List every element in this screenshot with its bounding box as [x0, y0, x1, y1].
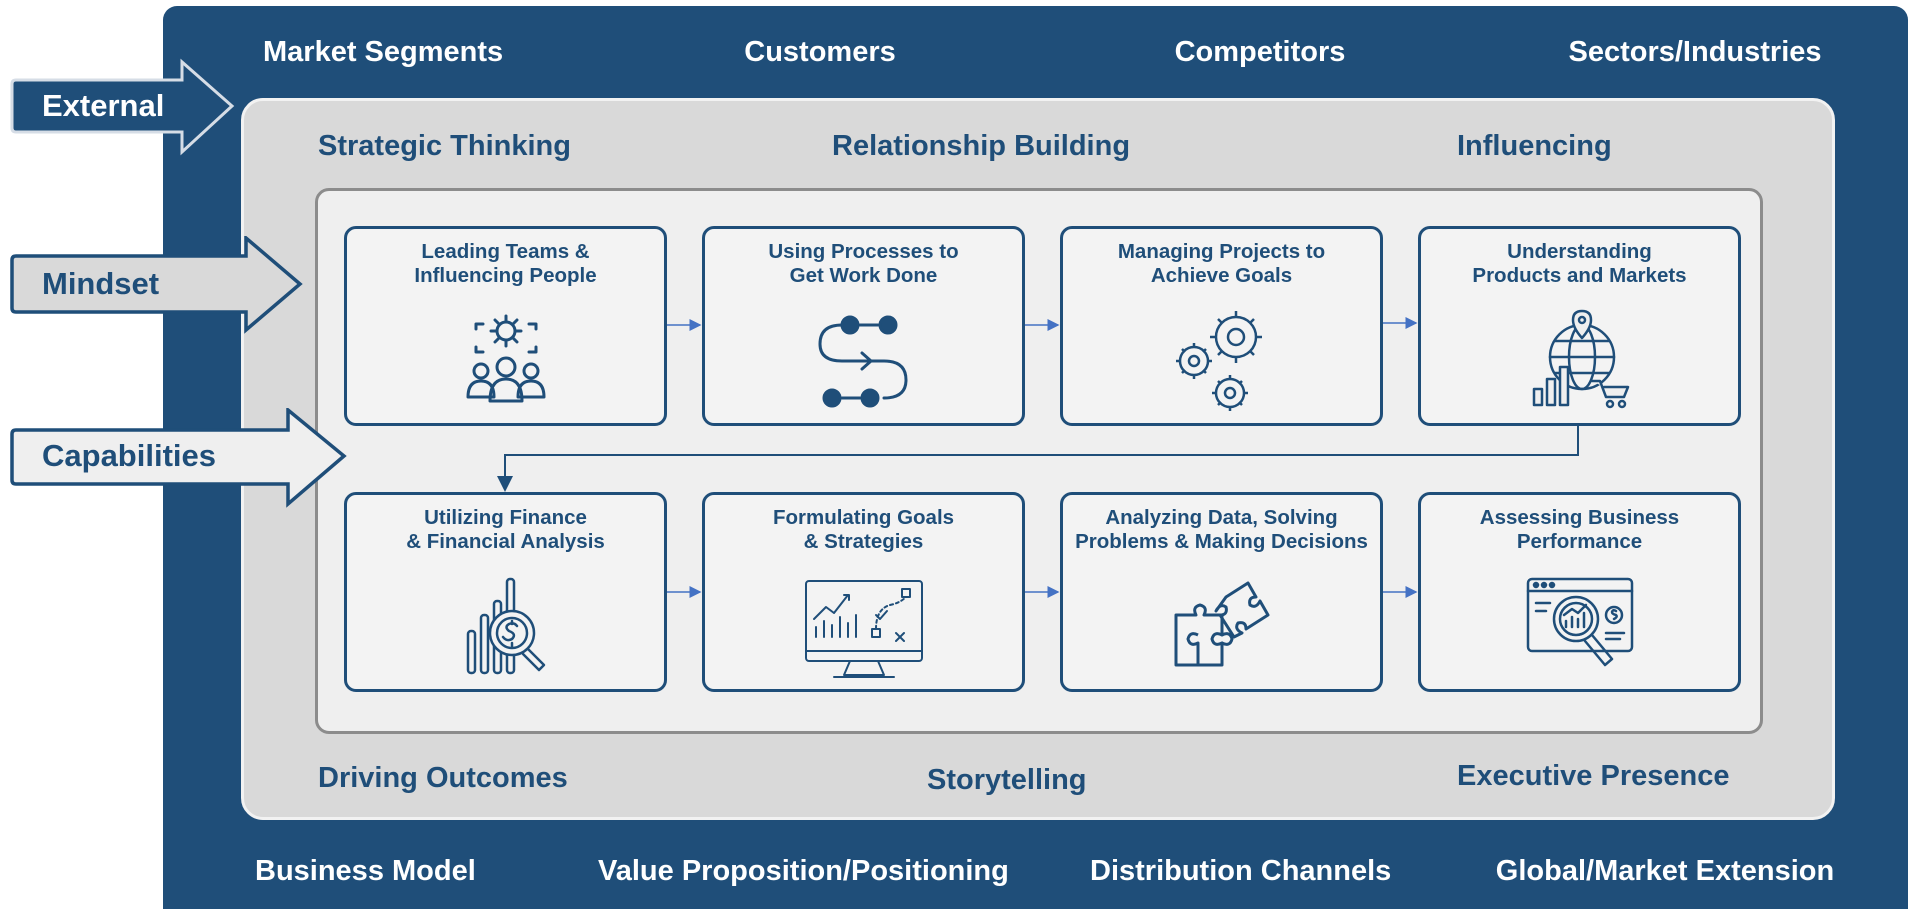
strategy-monitor-icon [804, 575, 924, 685]
mindset-arrow: Mindset [10, 236, 305, 336]
capability-box: Using Processes to Get Work Done [702, 226, 1025, 426]
capability-title: Understanding Products and Markets [1472, 240, 1687, 287]
capability-title: Using Processes to Get Work Done [768, 240, 959, 287]
capability-title: Utilizing Finance & Financial Analysis [406, 506, 605, 553]
external-bottom-label: Business Model [255, 855, 476, 887]
external-bottom-label: Distribution Channels [1090, 855, 1392, 887]
external-top-label: Competitors [1174, 36, 1346, 68]
gears-icon [1162, 309, 1282, 419]
mindset-top-label: Influencing [1457, 130, 1612, 162]
external-bottom-label: Value Proposition/Positioning [598, 855, 1009, 887]
capability-box: Assessing Business Performance [1418, 492, 1741, 692]
mindset-arrow-label: Mindset [42, 266, 160, 301]
external-arrow-shape [10, 58, 235, 156]
mindset-bottom-label: Storytelling [927, 764, 1087, 796]
capability-title: Assessing Business Performance [1479, 506, 1680, 553]
mindset-top-label: Strategic Thinking [318, 130, 571, 162]
mindset-arrow-shape [10, 236, 303, 334]
process-flow-icon [804, 309, 924, 419]
puzzle-icon [1162, 575, 1282, 685]
external-bottom-label: Global/Market Extension [1495, 855, 1835, 887]
external-top-label: Market Segments [263, 36, 504, 68]
capability-title: Analyzing Data, Solving Problems & Makin… [1075, 506, 1368, 553]
capability-box: Utilizing Finance & Financial Analysis [344, 492, 667, 692]
mindset-bottom-label: Executive Presence [1457, 760, 1730, 792]
team-gear-icon [446, 309, 566, 419]
capability-box: Formulating Goals & Strategies [702, 492, 1025, 692]
globe-market-icon [1520, 309, 1640, 419]
external-top-label: Sectors/Industries [1568, 36, 1822, 68]
capabilities-arrow: Capabilities [10, 408, 350, 508]
capability-box: Analyzing Data, Solving Problems & Makin… [1060, 492, 1383, 692]
mindset-top-label: Relationship Building [832, 130, 1131, 162]
capabilities-arrow-shape [10, 408, 347, 508]
row-wrap-connector [497, 425, 1579, 492]
capability-title: Formulating Goals & Strategies [772, 506, 955, 553]
external-arrow: External [10, 58, 238, 158]
external-top-label: Customers [744, 36, 896, 68]
finance-magnifier-icon [446, 575, 566, 685]
external-arrow-label: External [42, 88, 165, 123]
performance-analysis-icon [1520, 575, 1640, 685]
capability-title: Managing Projects to Achieve Goals [1117, 240, 1326, 287]
row-1-arrows [667, 317, 1418, 331]
capability-box: Managing Projects to Achieve Goals [1060, 226, 1383, 426]
capability-box: Understanding Products and Markets [1418, 226, 1741, 426]
capability-box: Leading Teams & Influencing People [344, 226, 667, 426]
capabilities-arrow-label: Capabilities [42, 438, 216, 473]
mindset-bottom-label: Driving Outcomes [318, 762, 568, 794]
capability-title: Leading Teams & Influencing People [414, 240, 597, 287]
